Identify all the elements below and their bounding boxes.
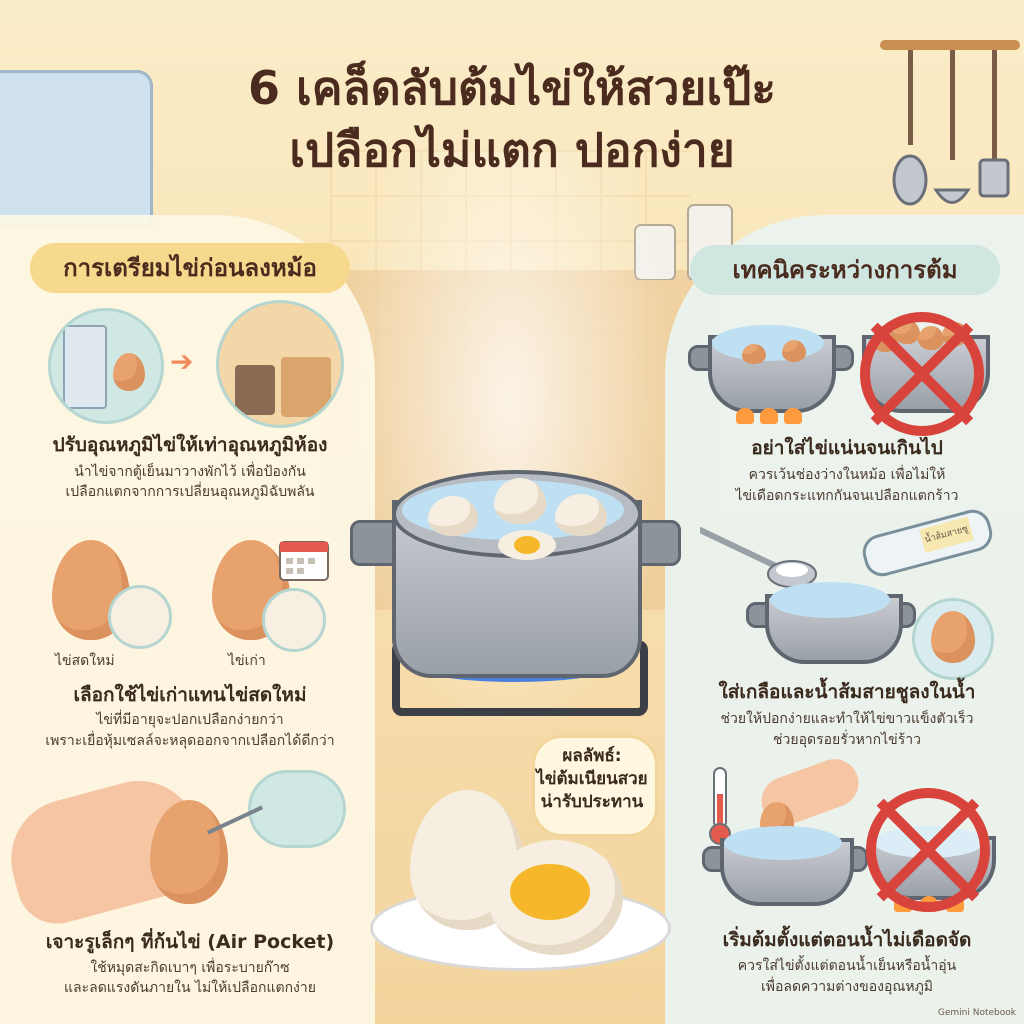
halved-boiled-egg	[488, 840, 623, 955]
right-tip-2-text-line-1: ช่วยให้ปอกง่ายและทำให้ไข่ขาวแข็งตัวเร็ว	[720, 711, 974, 727]
prohibited-icon	[860, 312, 984, 436]
pot-r1-egg	[742, 344, 766, 364]
pot-egg-1	[428, 496, 478, 536]
pot-egg-half	[498, 530, 556, 560]
cracked-egg-sealed-icon	[912, 598, 994, 680]
tip-1-title: ปรับอุณหภูมิไข่ให้เท่าอุณหภูมิห้อง	[52, 434, 328, 456]
tip-3-title: เจาะรูเล็กๆ ที่ก้นไข่ (Air Pocket)	[45, 931, 335, 953]
tip-3-text-line-1: ใช้หมุดสะกิดเบาๆ เพื่อระบายก๊าซ	[90, 960, 290, 976]
tip-2-text-line-2: เพราะเยื่อหุ้มเซลล์จะหลุดออกจากเปลือกได้…	[45, 733, 335, 749]
fresh-membrane-icon	[108, 585, 172, 649]
credit-text: Gemini Notebook	[937, 1008, 1016, 1018]
right-tip-2-title: ใส่เกลือและน้ำส้มสายชูลงในน้ำ	[718, 681, 976, 703]
result-line-3: น่ารับประทาน	[540, 792, 644, 812]
result-bubble	[532, 735, 658, 837]
right-tip-1-title: อย่าใส่ไข่แน่นจนเกินไป	[751, 437, 943, 459]
kitchen-room-illustration	[216, 300, 344, 428]
right-tip-3-text-line-2: เพื่อลดความต่างของอุณหภูมิ	[760, 979, 934, 995]
tip-3-text-line-2: และลดแรงดันภายใน ไม่ให้เปลือกแตกง่าย	[64, 980, 316, 996]
right-tip-1-text-line-1: ควรเว้นช่องว่างในหม้อ เพื่อไม่ให้	[748, 467, 946, 483]
page-title: 6 เคล็ดลับต้มไข่ให้สวยเป๊ะ	[247, 61, 776, 115]
tip-2-title: เลือกใช้ไข่เก่าแทนไข่สดใหม่	[73, 684, 307, 706]
utensils-icon	[880, 40, 1020, 206]
calendar-icon	[279, 541, 329, 581]
pot-r3-water	[770, 582, 890, 618]
result-label: ผลลัพธ์:	[562, 746, 622, 766]
right-tip-1-text-line-2: ไข่เดือดกระแทกกันจนเปลือกแตกร้าว	[735, 488, 959, 504]
spoon-salt-icon	[700, 527, 817, 588]
pot-r1-water	[712, 325, 824, 361]
fresh-egg-label: ไข่สดใหม่	[55, 653, 115, 669]
right-tip-3-text-line-1: ควรใส่ไข่ตั้งแต่ตอนน้ำเย็นหรือน้ำอุ่น	[737, 958, 957, 974]
page-subtitle: เปลือกไม่แตก ปอกง่าย	[289, 123, 735, 177]
old-membrane-icon	[262, 588, 326, 652]
pot-r4-water	[724, 826, 842, 860]
vinegar-bottle-label: น้ำส้มสายชู	[919, 516, 974, 553]
right-tip-3-title: เริ่มต้มตั้งแต่ตอนน้ำไม่เดือดจัด	[722, 929, 972, 951]
tip-1-text-line-2: เปลือกแตกจากการเปลี่ยนอุณหภูมิฉับพลัน	[65, 484, 315, 500]
air-release-bubble	[248, 770, 346, 848]
right-section-header: เทคนิคระหว่างการต้ม	[690, 245, 1000, 295]
left-section-header: การเตรียมไข่ก่อนลงหม้อ	[30, 243, 350, 293]
pot-egg-2	[494, 478, 546, 524]
pot-r1-egg	[782, 340, 806, 362]
egg-pin-icon	[150, 800, 228, 904]
arrow-right-icon: ➔	[170, 345, 194, 378]
result-line-2: ไข่ต้มเนียนสวย	[536, 769, 648, 789]
pot-r1-flames	[730, 408, 806, 424]
right-tip-2-text-line-2: ช่วยอุดรอยรั่วหากไข่ร้าว	[773, 732, 921, 748]
fridge-hand-illustration	[48, 308, 164, 424]
pot-egg-3	[555, 494, 607, 536]
tip-1-text-line-1: นำไข่จากตู้เย็นมาวางพักไว้ เพื่อป้องกัน	[74, 464, 306, 480]
tip-2-text-line-1: ไข่ที่มีอายุจะปอกเปลือกง่ายกว่า	[96, 712, 284, 728]
prohibited-icon	[866, 788, 990, 912]
old-egg-label: ไข่เก่า	[228, 653, 266, 669]
